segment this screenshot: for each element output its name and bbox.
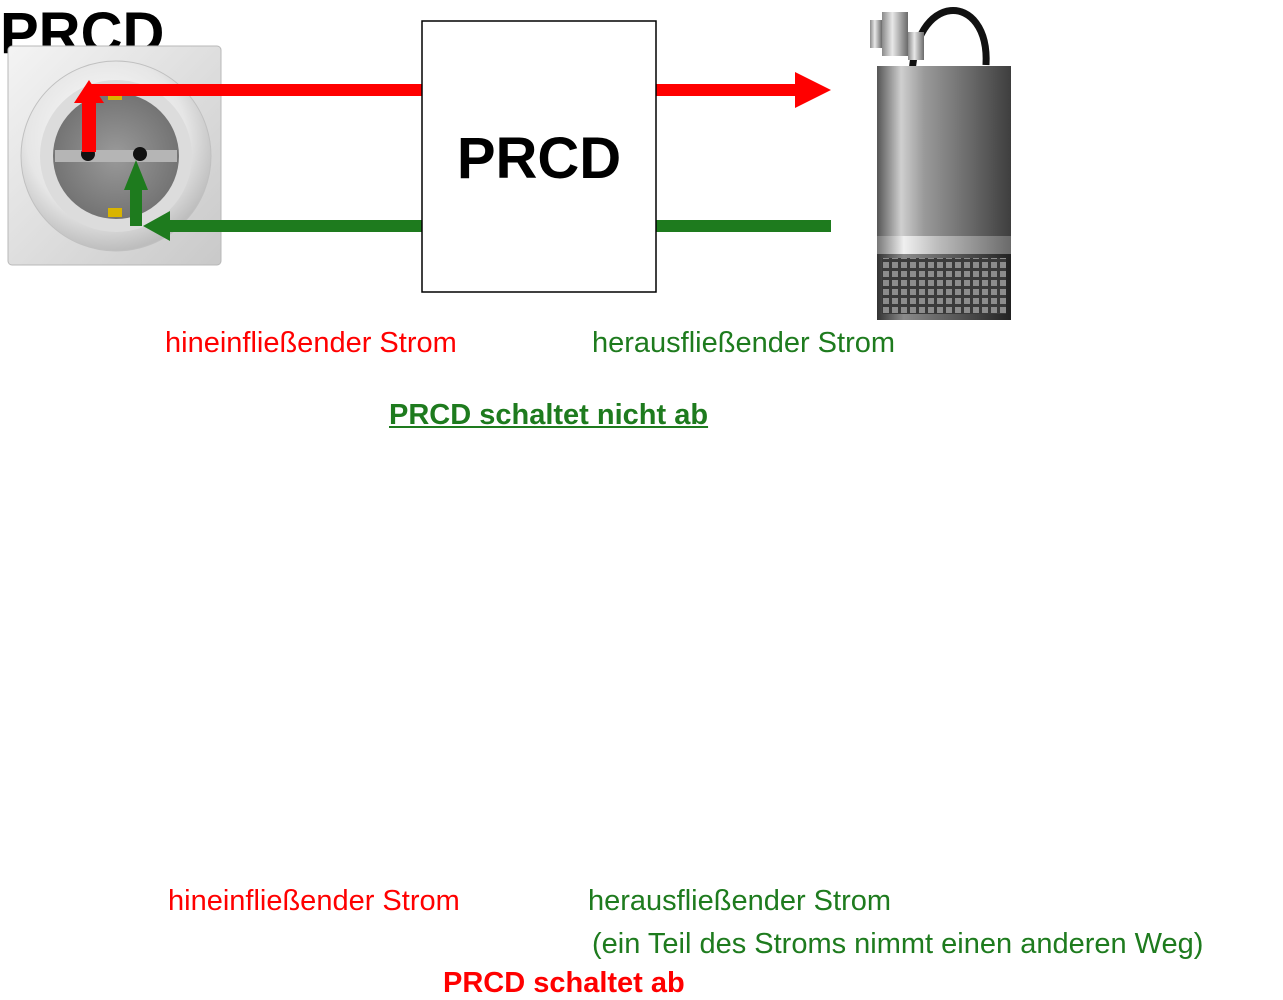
- leakage-note: (ein Teil des Stroms nimmt einen anderen…: [592, 928, 1204, 960]
- verdict-no-trip: PRCD schaltet nicht ab: [389, 399, 709, 431]
- socket-top: [7, 45, 222, 266]
- current-out-label-bottom: herausfließender Strom: [588, 885, 892, 917]
- verdict-trip: PRCD schaltet ab: [443, 967, 685, 999]
- current-out-label-top: herausfließender Strom: [592, 327, 896, 359]
- prcd-box-top: PRCD: [421, 20, 657, 293]
- current-in-label-top: hineinfließender Strom: [165, 327, 457, 359]
- pump-top: [870, 7, 1011, 320]
- current-in-label-bottom: hineinfließender Strom: [168, 885, 460, 917]
- prcd-label-top: PRCD: [457, 126, 621, 191]
